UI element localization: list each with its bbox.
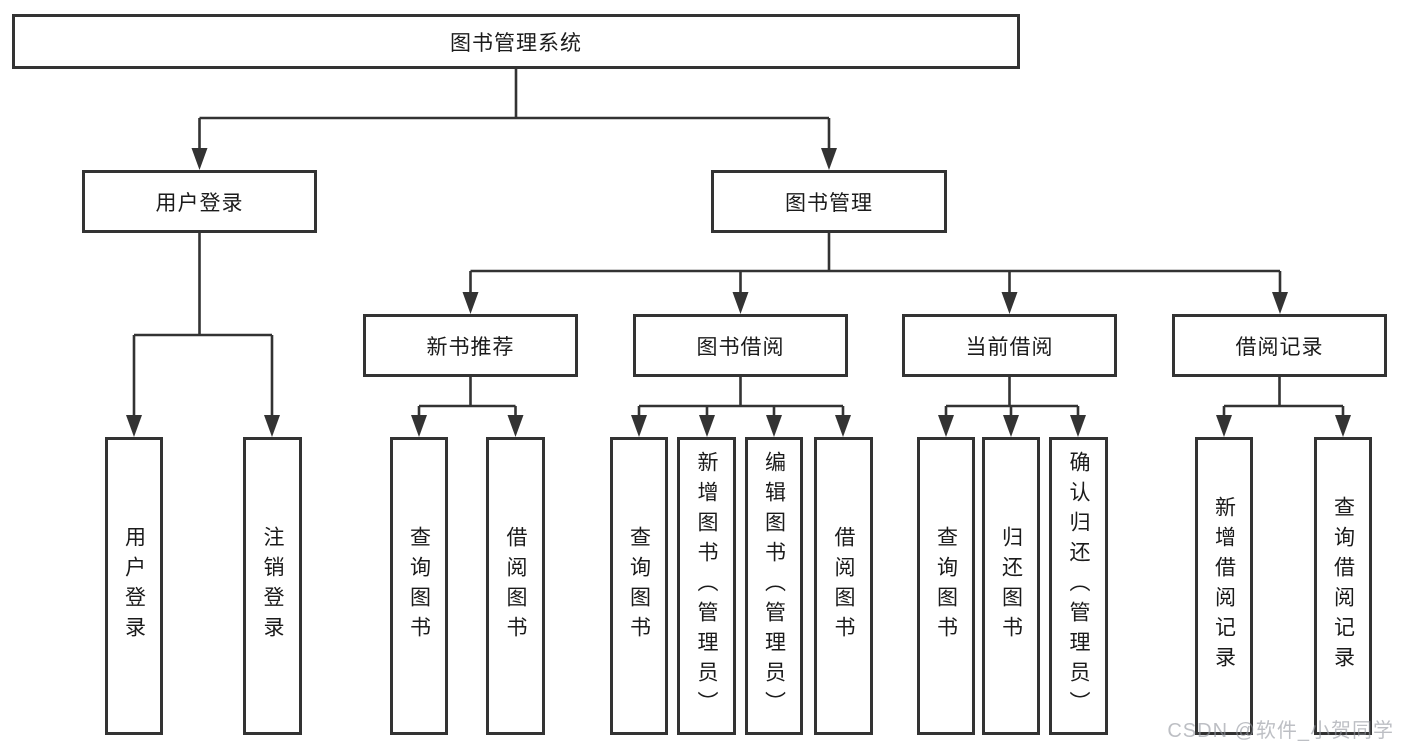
- node-new-book-rec-label: 新书推荐: [426, 335, 515, 359]
- arrow-down-icon: [1335, 415, 1351, 437]
- arrow-down-icon: [821, 148, 837, 170]
- arrow-down-icon: [766, 415, 782, 437]
- leaf-bb-add-books: 新增图书（管理员）: [677, 437, 736, 735]
- leaf-user-login-label: 用户登录: [122, 526, 146, 646]
- leaf-br-query-record: 查询借阅记录: [1314, 437, 1372, 735]
- arrow-down-icon: [1070, 415, 1086, 437]
- leaf-logout: 注销登录: [243, 437, 302, 735]
- arrow-down-icon: [191, 148, 208, 170]
- arrow-down-icon: [835, 415, 851, 437]
- leaf-bb-borrow-books: 借阅图书: [814, 437, 873, 735]
- arrow-down-icon: [1216, 415, 1232, 437]
- arrow-down-icon: [507, 415, 524, 437]
- leaf-bb-borrow-books-label: 借阅图书: [832, 526, 855, 646]
- node-current-borrow-label: 当前借阅: [965, 335, 1054, 359]
- node-book-borrow-label: 图书借阅: [696, 335, 785, 359]
- arrow-down-icon: [631, 415, 647, 437]
- leaf-rec-query-books: 查询图书: [390, 437, 448, 735]
- arrow-down-icon: [1001, 292, 1018, 314]
- leaf-user-login: 用户登录: [105, 437, 163, 735]
- leaf-bb-edit-books-label: 编辑图书（管理员）: [762, 451, 786, 721]
- leaf-br-add-record-label: 新增借阅记录: [1212, 496, 1236, 676]
- leaf-br-query-record-label: 查询借阅记录: [1331, 496, 1355, 676]
- leaf-bb-add-books-label: 新增图书（管理员）: [695, 451, 718, 721]
- leaf-bb-query-books: 查询图书: [610, 437, 668, 735]
- node-book-borrow: 图书借阅: [633, 314, 848, 377]
- arrow-down-icon: [938, 415, 954, 437]
- arrow-down-icon: [1003, 415, 1019, 437]
- node-root: 图书管理系统: [12, 14, 1020, 69]
- leaf-cb-query-books-label: 查询图书: [934, 526, 958, 646]
- arrow-down-icon: [699, 415, 715, 437]
- arrow-down-icon: [732, 292, 749, 314]
- leaf-cb-return-books-label: 归还图书: [999, 526, 1023, 646]
- arrow-down-icon: [462, 292, 479, 314]
- node-borrow-records-label: 借阅记录: [1235, 335, 1324, 359]
- arrow-down-icon: [411, 415, 427, 437]
- csdn-watermark: CSDN @软件_小贺同学: [1167, 720, 1394, 742]
- leaf-bb-edit-books: 编辑图书（管理员）: [745, 437, 803, 735]
- node-book-mgmt-label: 图书管理: [785, 191, 873, 215]
- node-current-borrow: 当前借阅: [902, 314, 1117, 377]
- node-user-login-label: 用户登录: [155, 191, 244, 215]
- leaf-br-add-record: 新增借阅记录: [1195, 437, 1253, 735]
- node-borrow-records: 借阅记录: [1172, 314, 1387, 377]
- leaf-cb-confirm-return: 确认归还（管理员）: [1049, 437, 1108, 735]
- arrow-down-icon: [1272, 292, 1288, 314]
- arrow-down-icon: [126, 415, 142, 437]
- node-root-label: 图书管理系统: [450, 31, 582, 55]
- leaf-cb-return-books: 归还图书: [982, 437, 1040, 735]
- node-user-login: 用户登录: [82, 170, 317, 233]
- leaf-rec-borrow-books-label: 借阅图书: [504, 526, 527, 646]
- leaf-bb-query-books-label: 查询图书: [627, 526, 651, 646]
- node-book-mgmt: 图书管理: [711, 170, 947, 233]
- leaf-rec-borrow-books: 借阅图书: [486, 437, 545, 735]
- leaf-rec-query-books-label: 查询图书: [407, 526, 431, 646]
- arrow-down-icon: [264, 415, 280, 437]
- leaf-cb-query-books: 查询图书: [917, 437, 975, 735]
- node-new-book-rec: 新书推荐: [363, 314, 578, 377]
- leaf-cb-confirm-return-label: 确认归还（管理员）: [1067, 451, 1090, 721]
- leaf-logout-label: 注销登录: [261, 526, 284, 646]
